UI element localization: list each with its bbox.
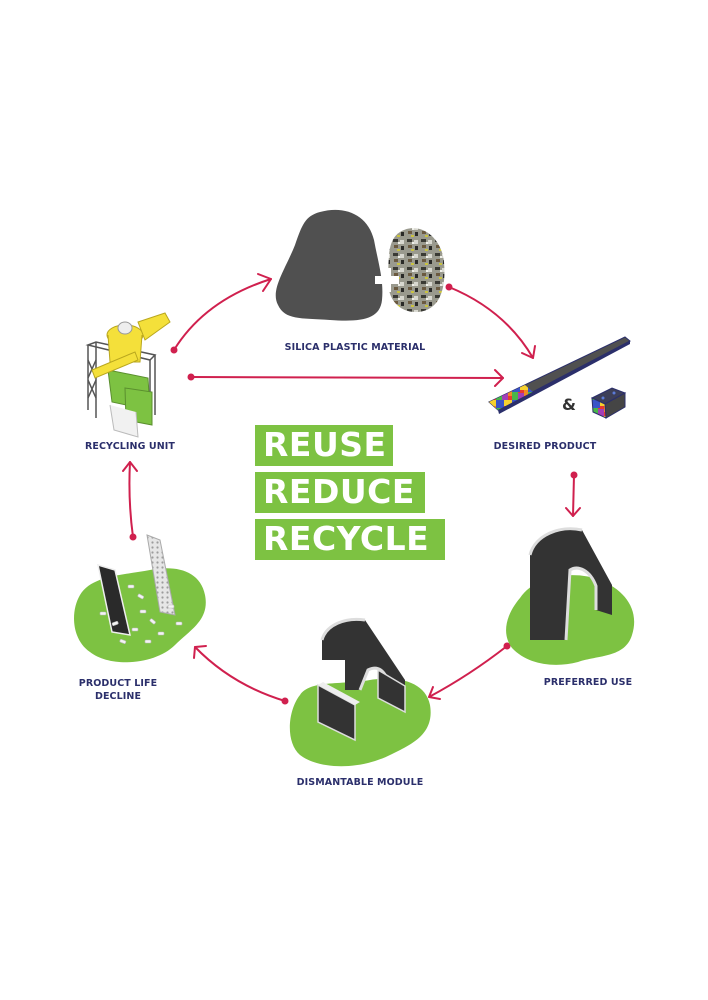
- mesh-panel-icon: [146, 534, 176, 616]
- crushed-plastic-icon: [387, 228, 445, 313]
- arrow-dismantable-to-decline: [193, 645, 289, 705]
- silica-plastic-material-illustration: [275, 209, 445, 321]
- ground-green-icon: [74, 568, 206, 663]
- arrow-desired-to-preferred: [565, 471, 581, 517]
- dismantable-module-illustration: [289, 617, 431, 767]
- label-product-life-decline-line1: PRODUCT LIFE: [78, 678, 158, 689]
- slogan-reduce: REDUCE: [255, 472, 425, 513]
- desired-product-illustration: [488, 336, 631, 419]
- label-preferred-use: PREFERRED USE: [543, 677, 633, 688]
- label-product-life-decline-line2: DECLINE: [94, 691, 142, 702]
- arrow-decline-to-recycling: [122, 461, 138, 541]
- label-desired-product: DESIRED PRODUCT: [493, 441, 597, 452]
- silica-blob-icon: [275, 209, 383, 321]
- slogan-reuse: REUSE: [255, 425, 393, 466]
- label-recycling-unit: RECYCLING UNIT: [84, 441, 175, 452]
- ground-green-icon: [289, 678, 431, 767]
- label-dismantable-module: DISMANTABLE MODULE: [296, 777, 424, 788]
- preferred-use-illustration: [506, 527, 635, 665]
- flow-arrows: [122, 273, 581, 705]
- beam-colorful-end: [489, 385, 533, 410]
- product-life-decline-illustration: [74, 534, 206, 663]
- arrow-preferred-to-dismantable: [428, 642, 511, 700]
- block-icon: [590, 387, 627, 419]
- arrow-recycling-to-silica: [170, 273, 272, 354]
- ampersand-connector: &: [562, 395, 576, 414]
- slogan-recycle: RECYCLE: [255, 519, 445, 560]
- label-silica-plastic-material: SILICA PLASTIC MATERIAL: [284, 342, 426, 353]
- plus-icon: [375, 268, 399, 292]
- debris-icon: [99, 584, 183, 644]
- arrow-silica-to-desired: [445, 283, 536, 359]
- arch-icon: [530, 528, 612, 640]
- dark-panel-icon: [97, 563, 131, 636]
- arrow-recycling-to-desired: [187, 369, 504, 387]
- recycling-unit-illustration: [85, 312, 171, 438]
